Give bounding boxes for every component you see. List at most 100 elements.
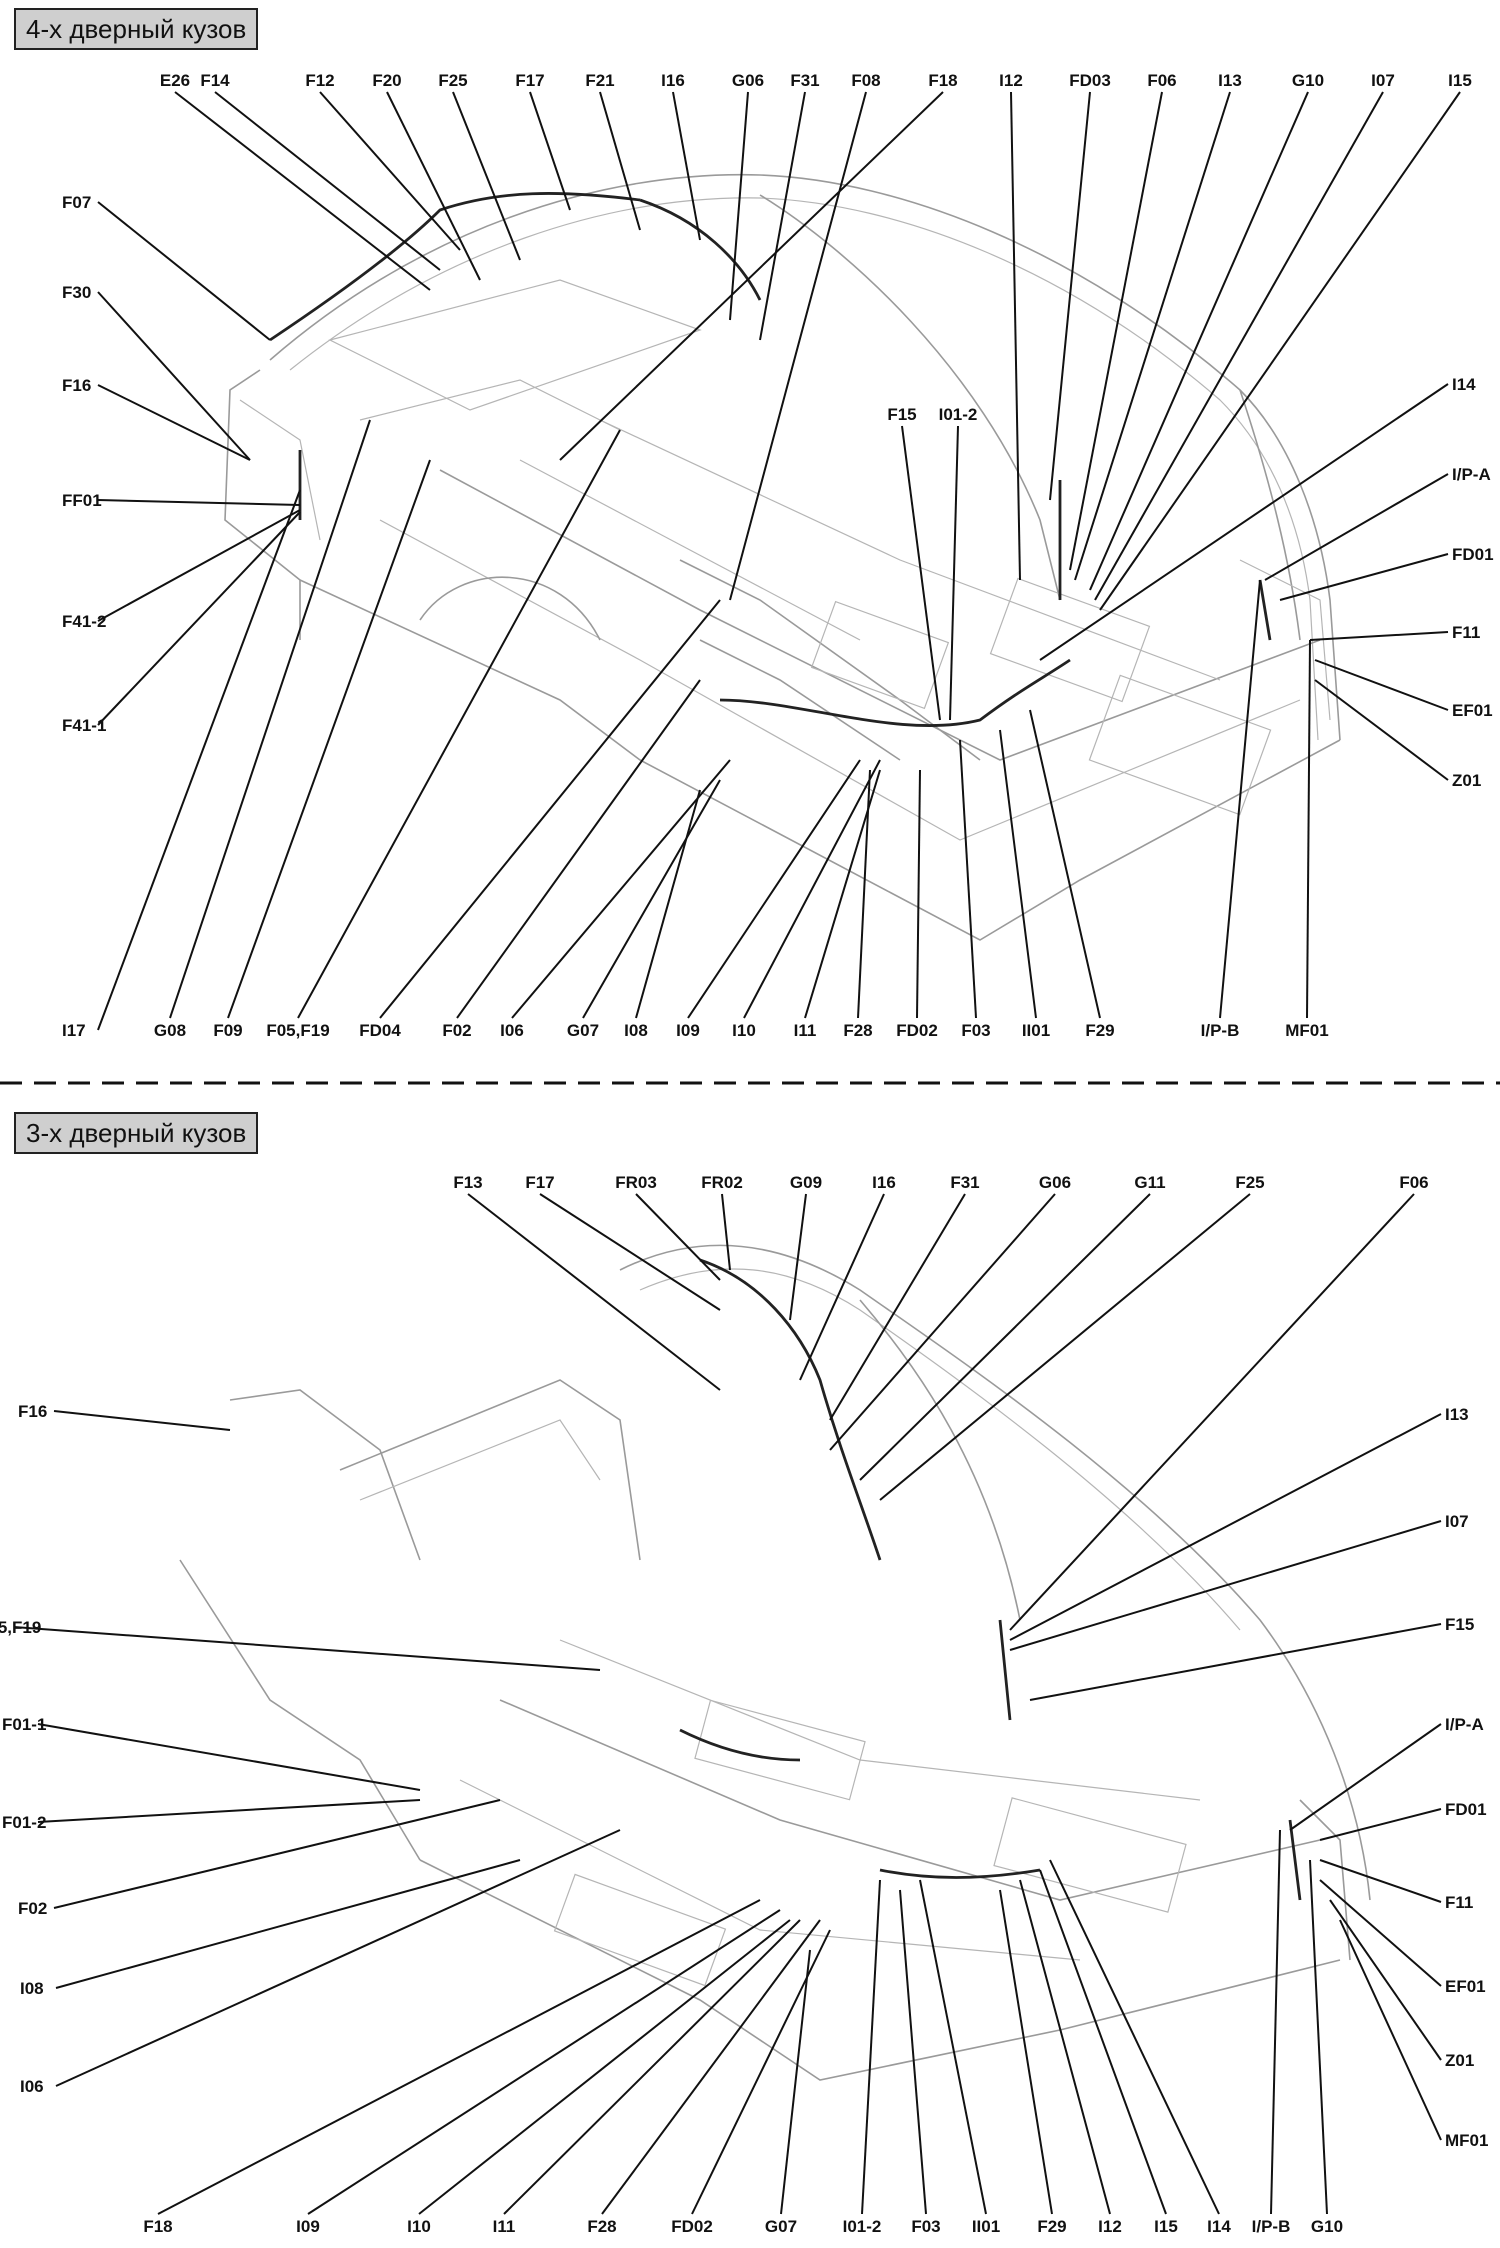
leader-line [1009, 1520, 1442, 1651]
leader-line [1009, 1193, 1415, 1631]
callout-label: G11 [1134, 1173, 1165, 1192]
leader-line [1279, 553, 1449, 601]
leader-line [97, 509, 301, 622]
leader-line [1309, 1859, 1328, 2215]
leader-line [559, 91, 944, 461]
body-outline-3door [179, 1244, 1371, 2081]
section-title-4door: 4-х дверный кузов [14, 8, 259, 50]
leader-line [319, 91, 461, 251]
leader-line [529, 91, 571, 211]
leader-line [97, 499, 301, 506]
leader-line [1029, 1623, 1442, 1701]
callout-label: G07 [567, 1021, 599, 1040]
leader-line [829, 1193, 1056, 1451]
leader-line [97, 291, 251, 461]
callout-label: F25 [438, 71, 467, 90]
callout-label: FD02 [896, 1021, 938, 1040]
leader-line [879, 1193, 1251, 1501]
callout-label: F03 [911, 2217, 940, 2236]
leader-line [467, 1193, 721, 1391]
leader-line [1219, 579, 1261, 1019]
callout-label: FD03 [1069, 71, 1111, 90]
callout-label: I11 [794, 1021, 817, 1040]
leader-line [53, 1799, 501, 1909]
callout-label: I06 [500, 1021, 524, 1040]
leader-line [1074, 91, 1231, 581]
leader-line [1009, 1413, 1442, 1641]
callout-label: I09 [296, 2217, 320, 2236]
callout-label: FR03 [615, 1173, 657, 1192]
leader-line [635, 1193, 721, 1281]
leader-line [503, 1919, 801, 2215]
callout-label: F25 [1235, 1173, 1264, 1192]
leader-line [386, 91, 481, 281]
callout-label: FD04 [359, 1021, 401, 1040]
leader-line [859, 1193, 1151, 1481]
callout-label: F09 [213, 1021, 242, 1040]
callout-label: F07 [62, 193, 91, 212]
callout-label: MF01 [1445, 2131, 1488, 2150]
leader-line [297, 429, 621, 1019]
leader-line [959, 739, 977, 1019]
leader-line [721, 1193, 731, 1271]
callout-label: FR02 [701, 1173, 743, 1192]
leader-line [379, 599, 721, 1019]
leader-line [97, 201, 271, 341]
callout-label: I15 [1154, 2217, 1178, 2236]
callout-label: F30 [62, 283, 91, 302]
leader-line [97, 489, 301, 1031]
leader-line [37, 1723, 421, 1791]
leader-line [55, 1859, 521, 1989]
callout-label: G08 [154, 1021, 186, 1040]
leader-line [1309, 631, 1449, 641]
callout-label: I15 [1448, 71, 1472, 90]
leader-line [539, 1193, 721, 1311]
leader-line [789, 1193, 807, 1321]
callout-label: F29 [1037, 2217, 1066, 2236]
leader-line [227, 459, 431, 1019]
wire-harness-3door [679, 1258, 1302, 1901]
callout-label: II01 [972, 2217, 1000, 2236]
callout-label: F16 [18, 1402, 47, 1421]
callout-label: F20 [372, 71, 401, 90]
callout-label: F17 [515, 71, 544, 90]
callout-label: F28 [843, 1021, 872, 1040]
leader-line [157, 1899, 761, 2215]
callout-label: I07 [1445, 1512, 1469, 1531]
leader-line [1319, 1859, 1442, 1903]
callout-label: G07 [765, 2217, 797, 2236]
callout-label: F02 [442, 1021, 471, 1040]
callout-label: I12 [999, 71, 1023, 90]
callout-label: Z01 [1452, 771, 1481, 790]
callout-label: I10 [407, 2217, 431, 2236]
leader-line [1049, 1859, 1220, 2215]
leader-line [899, 1889, 927, 2215]
callout-label: F14 [200, 71, 230, 90]
callout-label: I16 [872, 1173, 896, 1192]
callout-label: F41-2 [62, 612, 106, 631]
leader-line [55, 1829, 621, 2087]
callout-label: FF01 [62, 491, 102, 510]
callout-label: I09 [676, 1021, 700, 1040]
callout-label: F02 [18, 1899, 47, 1918]
leader-line [1319, 1879, 1442, 1987]
callout-label: I13 [1445, 1405, 1469, 1424]
callout-label: I13 [1218, 71, 1242, 90]
callout-label: I07 [1371, 71, 1395, 90]
callout-label: F08 [851, 71, 880, 90]
leader-line [999, 1889, 1053, 2215]
callout-label: MF01 [1285, 1021, 1328, 1040]
leader-line [37, 1799, 421, 1823]
callout-label: G10 [1311, 2217, 1343, 2236]
leader-line [601, 1919, 821, 2215]
leader-line [949, 425, 959, 721]
leader-line [97, 511, 301, 726]
callout-label: I/P-A [1452, 465, 1491, 484]
leader-line [729, 91, 749, 321]
callout-label: G06 [732, 71, 764, 90]
callout-label: I/P-A [1445, 1715, 1484, 1734]
callout-label: F15 [1445, 1615, 1474, 1634]
callout-label: G10 [1292, 71, 1324, 90]
callout-label: I08 [20, 1979, 44, 1998]
